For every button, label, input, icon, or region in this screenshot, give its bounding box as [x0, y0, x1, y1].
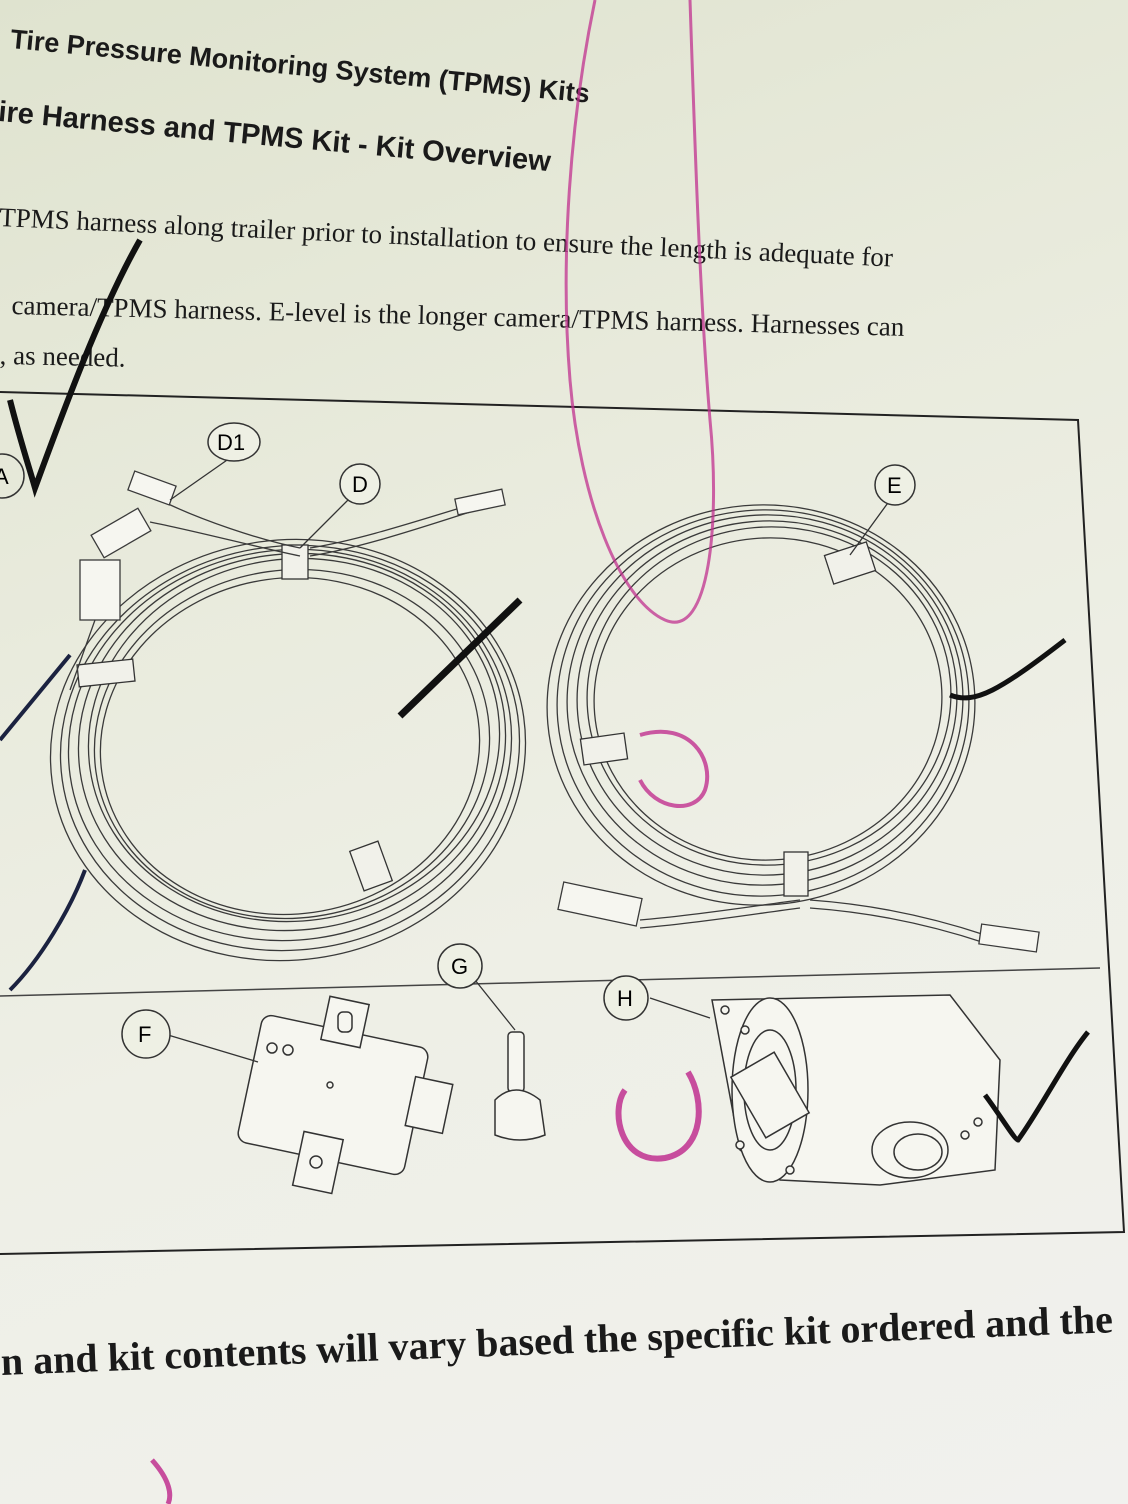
callout-e: E — [874, 464, 916, 506]
callout-g-text: G — [451, 954, 468, 979]
pink-marker-circle-h — [615, 1070, 702, 1162]
pink-marker-tick — [150, 1458, 173, 1504]
navy-check-left-1 — [0, 653, 72, 742]
callout-f-text: F — [138, 1022, 151, 1047]
figure-frame — [0, 391, 1126, 1255]
harness-d-coil — [49, 470, 527, 962]
pink-marker-circle-e — [638, 729, 710, 808]
callout-g: G — [437, 943, 483, 989]
figure-divider — [0, 967, 1101, 997]
callout-leaders — [167, 457, 891, 1063]
black-check-d — [397, 597, 523, 719]
callout-f: F — [121, 1009, 171, 1059]
tpms-receiver-f — [237, 995, 454, 1195]
callout-d1-text: D1 — [217, 430, 245, 455]
black-check-e — [949, 638, 1067, 701]
pink-marker-loop — [564, 0, 716, 624]
black-check-h — [982, 1030, 1090, 1143]
callout-h-text: H — [617, 986, 633, 1011]
black-check-a — [7, 238, 143, 498]
callout-a: A — [0, 453, 25, 499]
harness-e-coil — [546, 504, 1040, 953]
callout-d-text: D — [352, 472, 368, 497]
callout-h: H — [603, 975, 649, 1021]
tpms-sensor-g — [494, 1031, 546, 1141]
callout-d: D — [339, 463, 381, 505]
callout-a-text: A — [0, 464, 9, 489]
callout-e-text: E — [887, 473, 902, 498]
backup-camera-h — [711, 994, 1001, 1186]
navy-check-left-2 — [8, 869, 87, 992]
callout-d1: D1 — [207, 422, 261, 462]
